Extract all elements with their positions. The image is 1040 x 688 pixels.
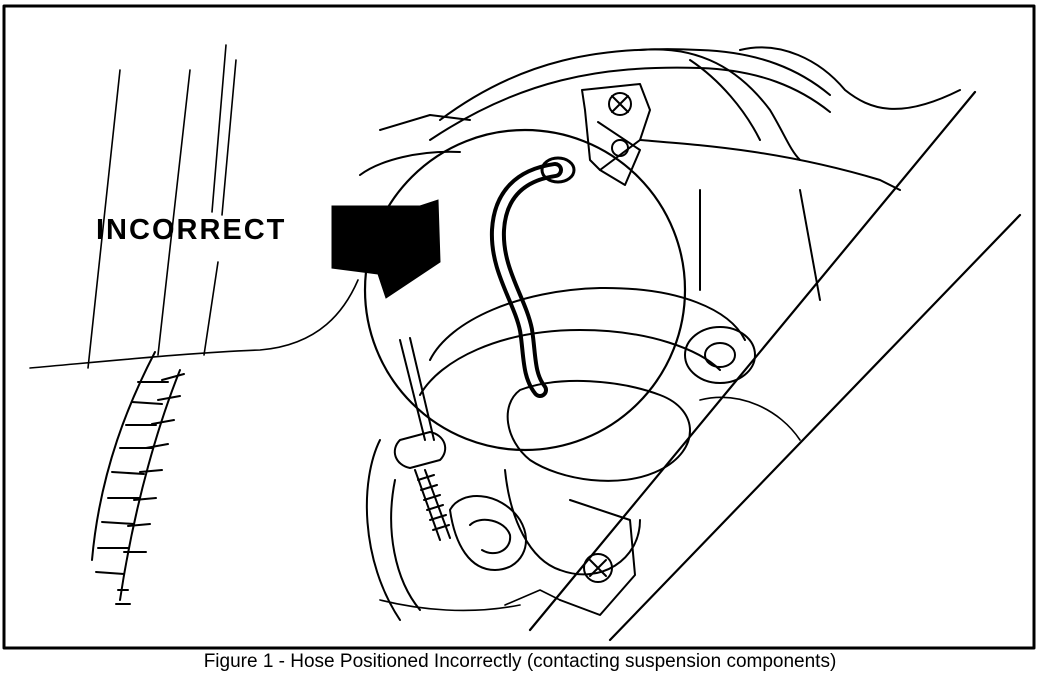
tie-rod [393, 337, 527, 571]
highlight-circle [363, 128, 687, 452]
upper-bracket [581, 83, 651, 186]
strut [528, 90, 1022, 642]
knuckle [504, 379, 691, 616]
fender-lines [29, 44, 359, 369]
incorrect-label: INCORRECT [96, 214, 287, 246]
figure-caption: Figure 1 - Hose Positioned Incorrectly (… [203, 651, 837, 672]
rotor [365, 286, 756, 621]
figure-border [2, 4, 1036, 650]
tire-tread [91, 351, 185, 605]
upper-structure [359, 46, 961, 301]
arrow-icon [331, 199, 441, 299]
brake-hose [489, 156, 576, 398]
lower-details [379, 396, 801, 612]
